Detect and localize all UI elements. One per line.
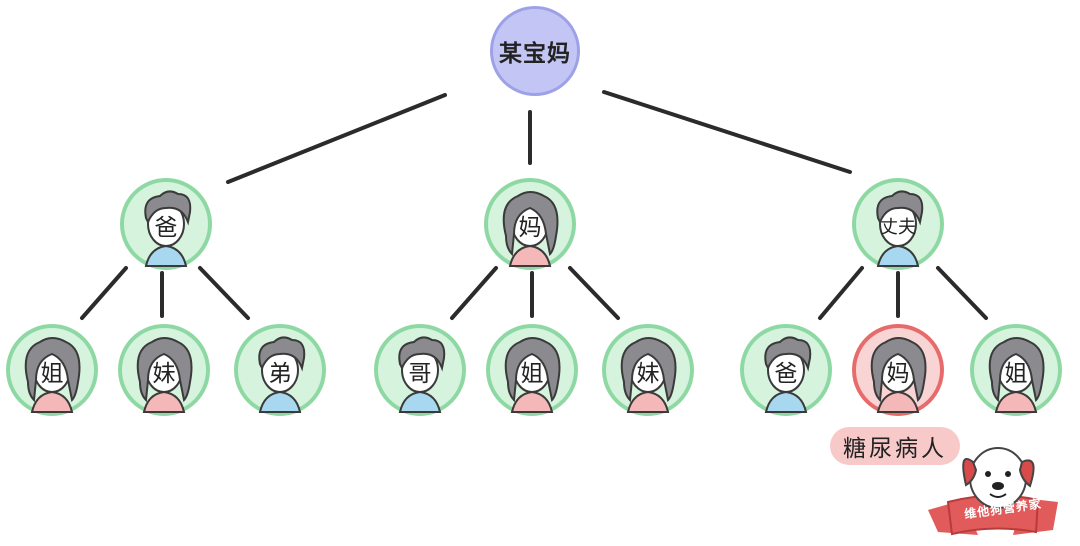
diabetes-patient-tag: 糖尿病人 — [830, 427, 960, 465]
parent-node-2: 妈 — [484, 178, 576, 270]
child-node-1-1: 姐 — [6, 324, 98, 416]
node-label: 爸 — [154, 215, 178, 241]
connector-g1-child-3 — [198, 266, 250, 320]
node-label: 姐 — [520, 361, 544, 387]
child-node-1-2: 妹 — [118, 324, 210, 416]
node-label: 哥 — [408, 361, 432, 387]
male-avatar-icon — [740, 324, 832, 416]
node-label: 爸 — [774, 361, 798, 387]
female-avatar-icon — [486, 324, 578, 416]
root-node: 某宝妈 — [490, 6, 580, 96]
connector-g2-child-3 — [568, 266, 620, 320]
node-label: 弟 — [268, 361, 292, 387]
node-label: 姐 — [40, 361, 64, 387]
child-node-2-1: 哥 — [374, 324, 466, 416]
root-label: 某宝妈 — [499, 41, 571, 67]
child-node-2-2: 姐 — [486, 324, 578, 416]
connector-g2-child-1 — [450, 266, 498, 320]
female-avatar-icon — [852, 324, 944, 416]
male-avatar-icon — [234, 324, 326, 416]
parent-node-1: 爸 — [120, 178, 212, 270]
child-node-1-3: 弟 — [234, 324, 326, 416]
female-avatar-icon — [970, 324, 1062, 416]
connector-root-to-parent-1 — [226, 93, 447, 184]
highlighted-child-node: 妈 — [852, 324, 944, 416]
node-label: 妹 — [152, 361, 176, 387]
male-avatar-icon — [852, 178, 944, 270]
node-label: 姐 — [1004, 361, 1028, 387]
connector-root-to-parent-3 — [602, 90, 852, 174]
female-avatar-icon — [602, 324, 694, 416]
male-avatar-icon — [120, 178, 212, 270]
node-label: 妈 — [518, 215, 542, 241]
female-avatar-icon — [484, 178, 576, 270]
parent-node-3: 丈夫 — [852, 178, 944, 270]
child-node-3-3: 姐 — [970, 324, 1062, 416]
node-label: 妈 — [886, 361, 910, 387]
connector-g3-child-1 — [818, 266, 864, 320]
male-avatar-icon — [374, 324, 466, 416]
child-node-2-3: 妹 — [602, 324, 694, 416]
tag-label: 糖尿病人 — [843, 436, 947, 462]
child-node-3-1: 爸 — [740, 324, 832, 416]
female-avatar-icon — [118, 324, 210, 416]
dog-logo-icon — [928, 447, 1058, 536]
node-label: 妹 — [636, 361, 660, 387]
connector-g1-child-1 — [80, 266, 128, 320]
node-label: 丈夫 — [880, 217, 916, 238]
connector-g3-child-3 — [936, 266, 988, 320]
female-avatar-icon — [6, 324, 98, 416]
